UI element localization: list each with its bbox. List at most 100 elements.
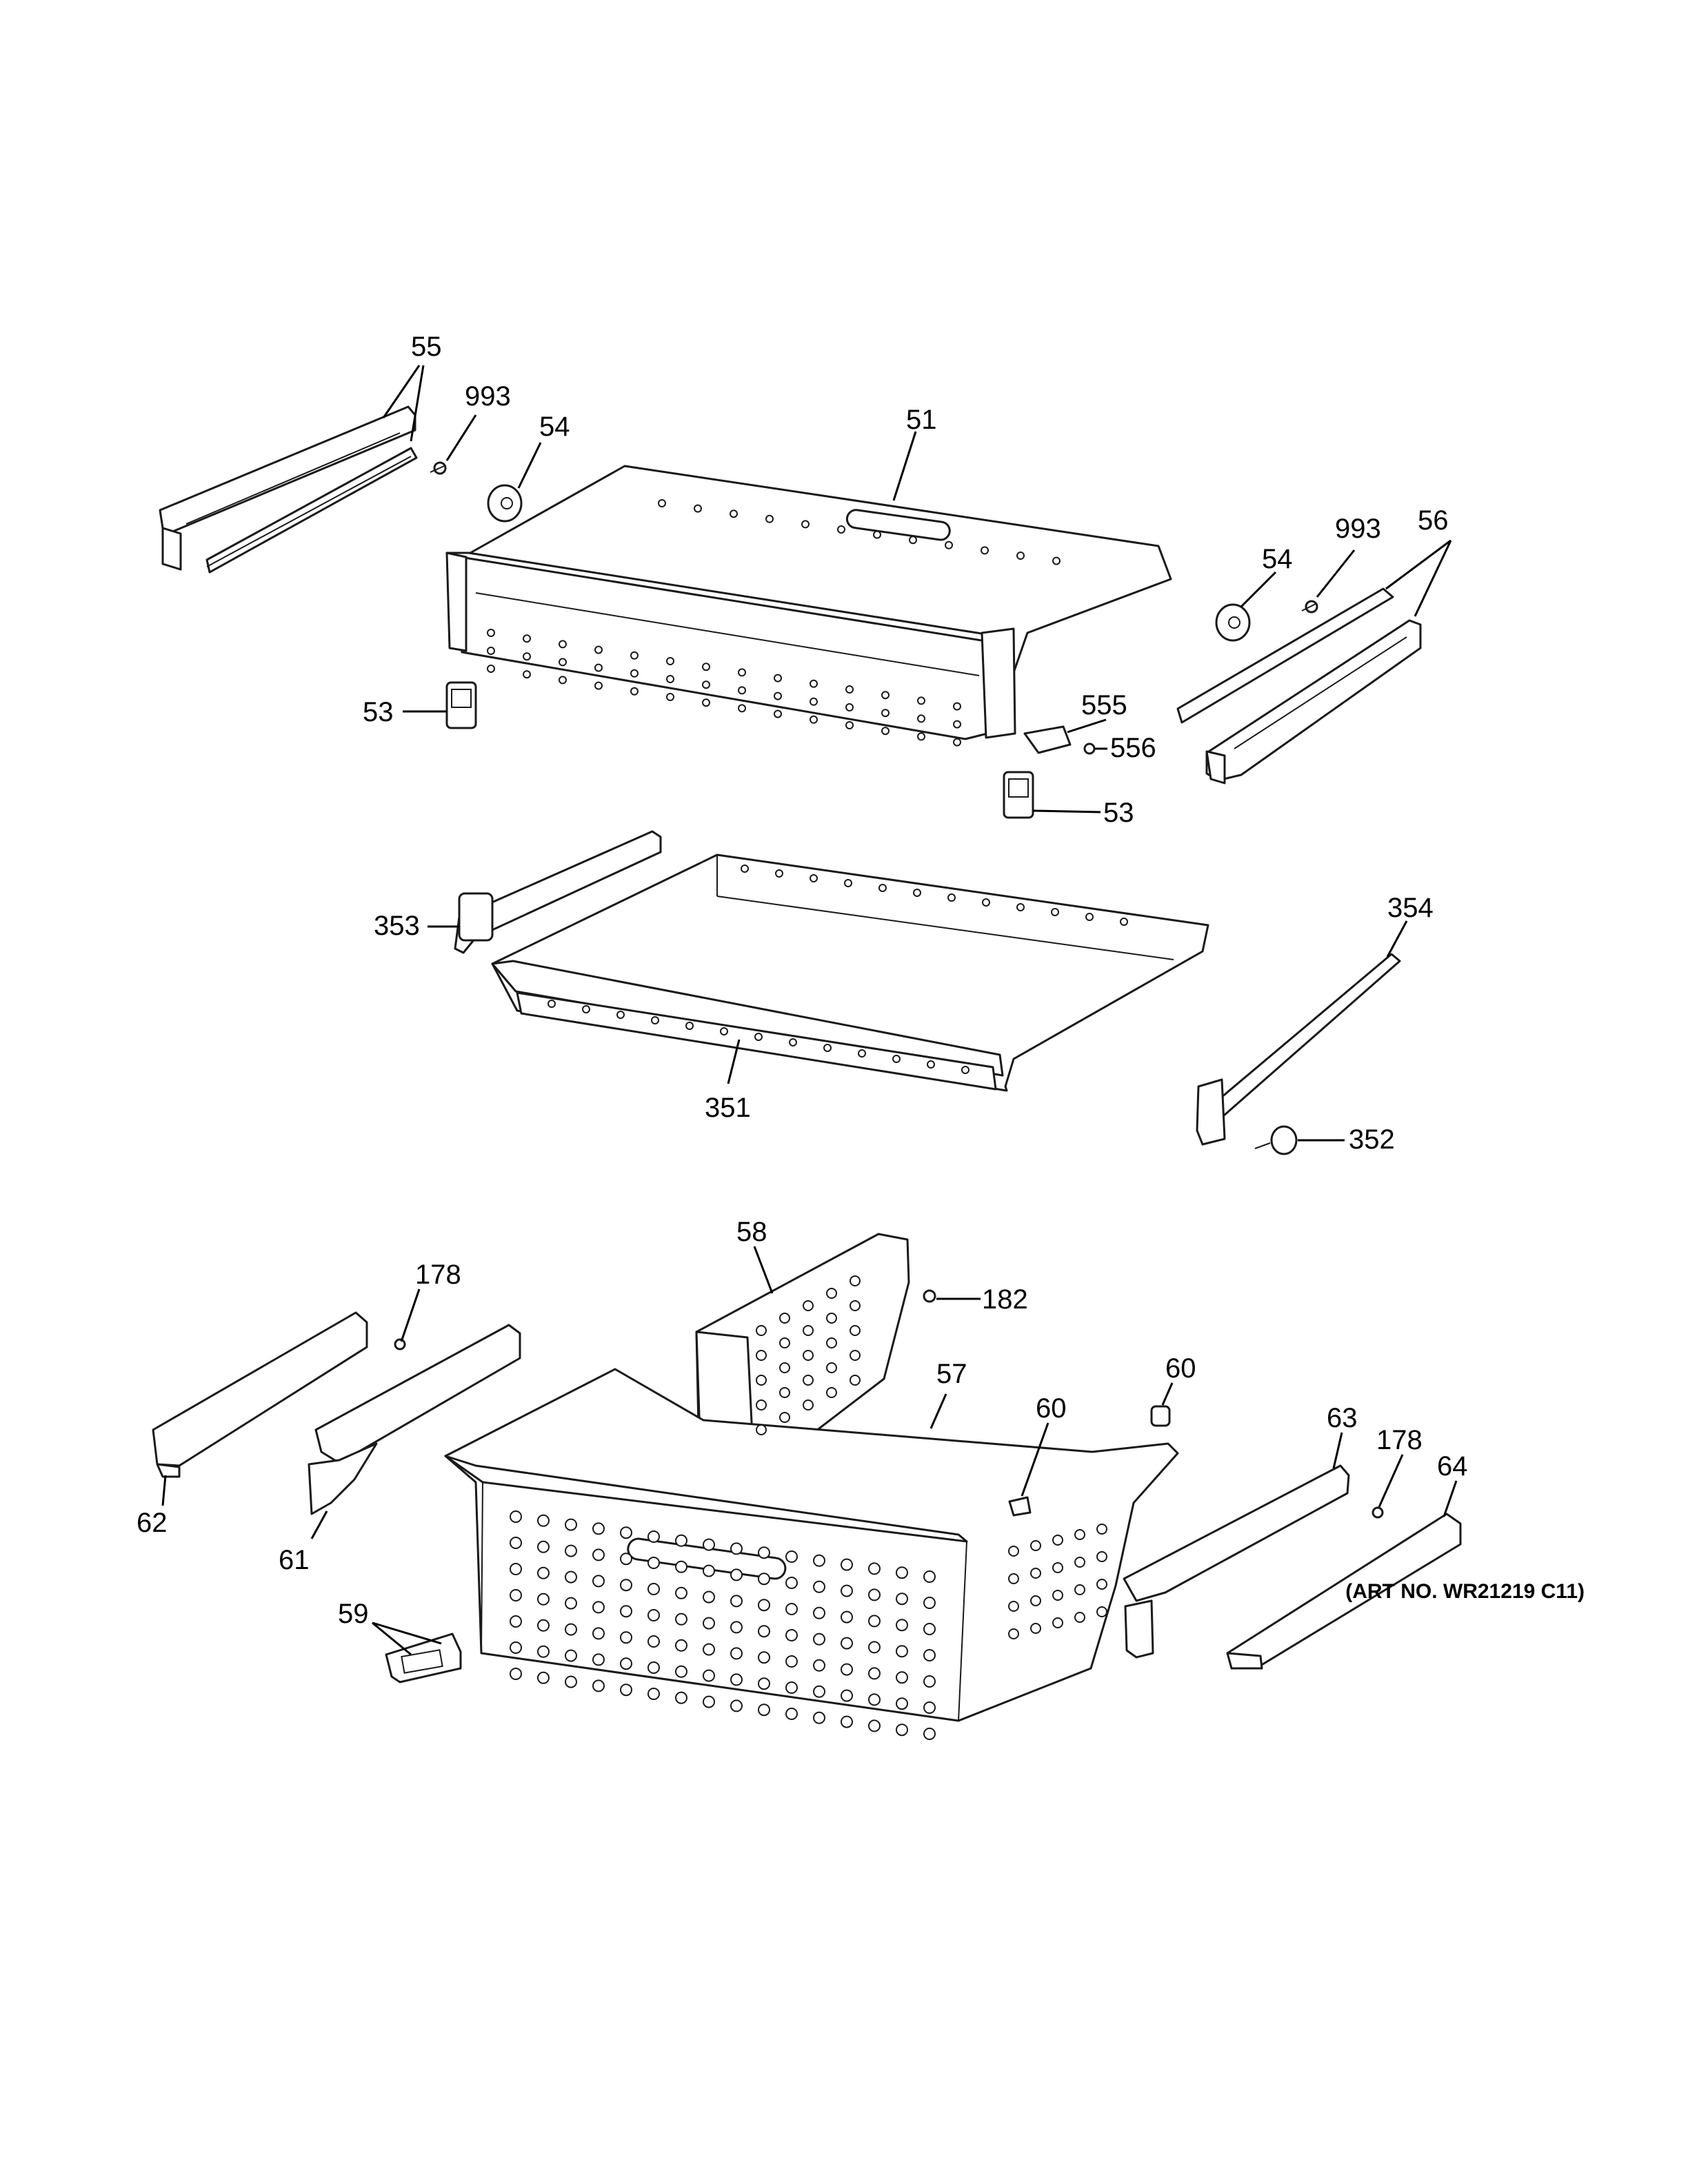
basket-hole: [868, 1588, 881, 1601]
basket-hole: [675, 1586, 687, 1599]
divider-hole: [803, 1325, 814, 1336]
tray-hole: [927, 1060, 935, 1069]
drawer-hole: [658, 499, 666, 507]
drawer-hole: [801, 520, 810, 529]
basket-hole: [868, 1693, 881, 1706]
drawer-hole: [774, 674, 782, 682]
divider-hole: [850, 1275, 861, 1286]
divider-hole: [850, 1375, 861, 1386]
basket-hole: [647, 1635, 660, 1648]
callout-64: 64: [1437, 1451, 1468, 1482]
basket-hole: [841, 1637, 853, 1650]
divider-hole: [850, 1300, 861, 1311]
basket-hole: [592, 1679, 605, 1692]
basket-hole: [703, 1590, 715, 1604]
divider-hole: [803, 1300, 814, 1311]
basket-hole: [841, 1558, 853, 1571]
divider-hole: [779, 1387, 790, 1398]
drawer-hole: [810, 679, 818, 688]
drawer-hole: [630, 669, 639, 678]
part-54-roller-left: [487, 484, 523, 523]
tray-hole: [982, 898, 990, 907]
basket-hole: [1052, 1562, 1063, 1573]
tray-hole: [810, 874, 818, 882]
tray-hole: [789, 1038, 797, 1046]
basket-hole: [647, 1661, 660, 1674]
basket-hole: [592, 1627, 605, 1640]
basket-hole: [1008, 1573, 1019, 1584]
drawer-hole: [630, 687, 639, 696]
divider-hole: [826, 1313, 837, 1324]
basket-hole: [565, 1597, 577, 1610]
drawer-hole: [702, 680, 710, 689]
drawer-hole: [487, 647, 495, 655]
basket-hole: [620, 1526, 632, 1539]
drawer-hole: [873, 530, 881, 539]
part-555-bracket: [1023, 725, 1072, 754]
part-53-clip-right: [1003, 771, 1034, 819]
basket-hole: [510, 1668, 522, 1680]
part-53-clip-left: [445, 681, 477, 729]
basket-hole: [537, 1593, 550, 1606]
basket-hole: [1074, 1529, 1085, 1540]
basket-hole: [730, 1699, 743, 1712]
basket-hole: [565, 1675, 577, 1688]
basket-hole: [1096, 1606, 1107, 1617]
basket-hole: [647, 1557, 660, 1569]
divider-hole: [850, 1325, 861, 1336]
part-59-clips: [385, 1632, 462, 1684]
drawer-hole: [881, 709, 890, 718]
basket-hole: [1096, 1524, 1107, 1535]
divider-hole: [779, 1362, 790, 1373]
drawer-hole: [810, 715, 818, 724]
tray-hole: [685, 1022, 694, 1030]
tray-hole: [1120, 918, 1128, 926]
basket-hole: [510, 1589, 522, 1601]
drawer-hole: [774, 691, 782, 700]
basket-hole: [841, 1584, 853, 1597]
callout-56: 56: [1418, 505, 1449, 536]
divider-hole: [779, 1412, 790, 1423]
basket-hole: [813, 1554, 825, 1567]
callout-178-right: 178: [1376, 1425, 1423, 1455]
callout-61: 61: [279, 1545, 310, 1575]
callout-55: 55: [411, 332, 442, 362]
basket-hole: [1008, 1601, 1019, 1612]
drawer-hole: [945, 540, 953, 549]
divider-hole: [826, 1387, 837, 1398]
part-61-slide-left: [308, 1324, 521, 1515]
basket-hole: [1008, 1628, 1019, 1639]
part-351-middle-tray: [491, 853, 1209, 1092]
drawer-hole: [845, 685, 854, 694]
tray-hole: [1016, 903, 1025, 911]
part-993-screw-left: [430, 461, 447, 475]
basket-hole: [785, 1629, 798, 1641]
callout-57: 57: [936, 1359, 967, 1389]
basket-hole: [703, 1617, 715, 1630]
callout-63: 63: [1327, 1403, 1358, 1433]
callout-60-upper: 60: [1165, 1353, 1196, 1384]
part-64-slide-cover-right: [1226, 1513, 1462, 1670]
drawer-hole: [594, 681, 603, 690]
tray-hole: [754, 1033, 763, 1041]
callout-62: 62: [137, 1508, 168, 1538]
part-178-screw-left: [394, 1338, 406, 1351]
part-352-knob: [1254, 1125, 1298, 1155]
basket-hole: [1030, 1540, 1041, 1551]
part-54-roller-right: [1215, 603, 1251, 642]
tray-hole: [844, 879, 852, 887]
leader-lines: [161, 365, 1458, 1656]
tray-hole: [1085, 913, 1094, 921]
basket-hole: [510, 1563, 522, 1575]
basket-hole: [813, 1659, 825, 1672]
part-60-stopper-lower: [1008, 1496, 1032, 1517]
callout-993-right: 993: [1335, 514, 1381, 544]
callout-51: 51: [906, 405, 937, 435]
basket-hole: [1052, 1617, 1063, 1628]
basket-hole: [1008, 1546, 1019, 1557]
drawer-hole: [953, 720, 961, 729]
basket-hole: [868, 1562, 881, 1575]
basket-hole: [868, 1667, 881, 1680]
drawer-hole: [765, 514, 774, 523]
